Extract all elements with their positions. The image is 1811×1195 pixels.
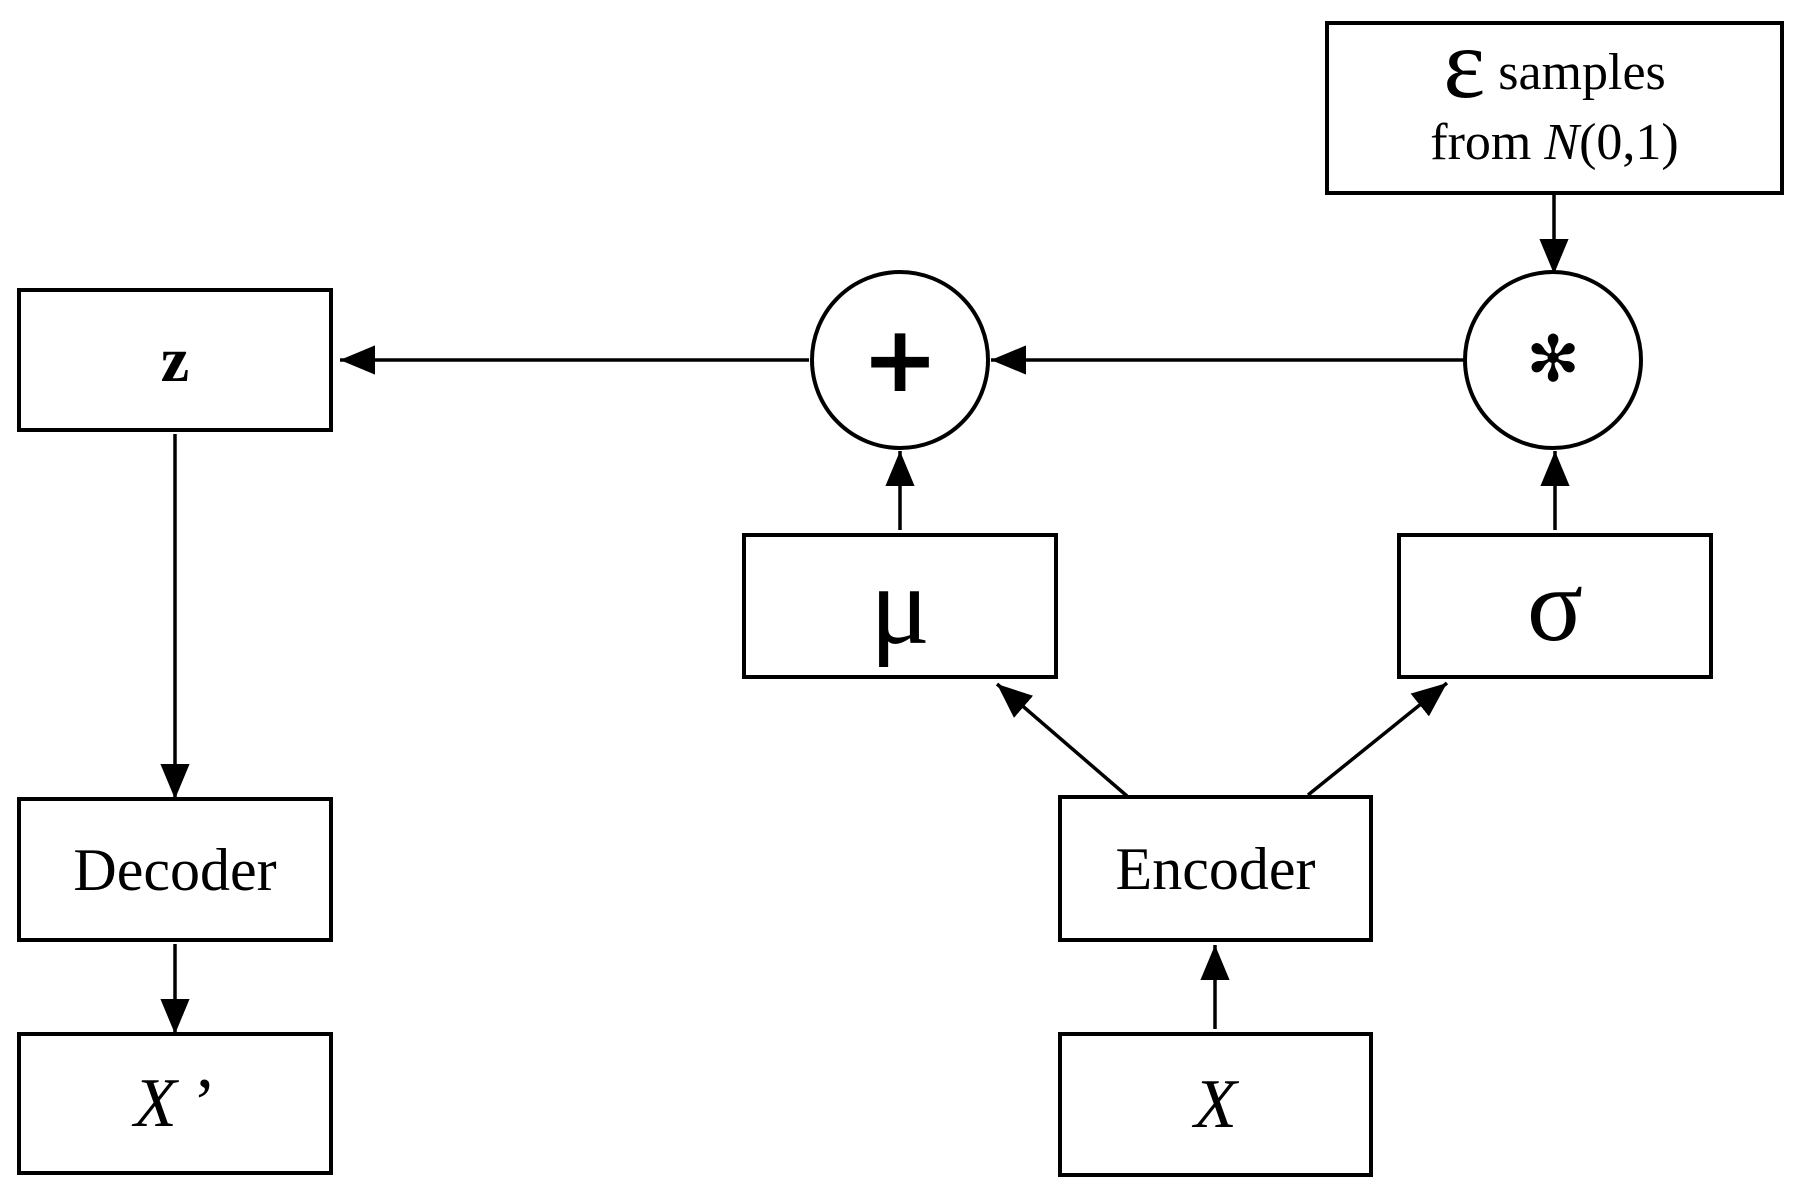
- plus-icon: +: [861, 306, 939, 413]
- normal-dist-symbol: N: [1544, 114, 1580, 171]
- encoder-box: Encoder: [1058, 795, 1373, 942]
- epsilon-line1-text: samples: [1485, 43, 1666, 101]
- encoder-label: Encoder: [1115, 835, 1316, 902]
- z-label: z: [160, 324, 190, 395]
- epsilon-line2: from N(0,1): [1430, 108, 1678, 178]
- decoder-label: Decoder: [73, 836, 277, 903]
- sigma-label: σ: [1526, 548, 1584, 663]
- epsilon-line2-prefix: from: [1430, 114, 1545, 171]
- asterisk-icon: ✻: [1526, 323, 1580, 397]
- prime-mark: ’: [192, 1064, 217, 1142]
- z-box: z: [17, 288, 333, 432]
- x-input-box: X: [1058, 1032, 1373, 1177]
- plus-circle: [810, 270, 990, 450]
- sigma-box: σ: [1397, 533, 1713, 679]
- x-label: X: [1194, 1065, 1237, 1143]
- multiply-operator: ✻: [1483, 290, 1623, 430]
- arrow-encoder-to-sigma: [1306, 681, 1449, 797]
- mu-label: μ: [869, 544, 931, 668]
- decoder-box: Decoder: [17, 797, 333, 942]
- x-prime-box: X’: [17, 1032, 333, 1175]
- epsilon-symbol: ε: [1443, 7, 1486, 119]
- x-prime-label: X: [133, 1064, 177, 1142]
- arrow-encoder-to-mu: [995, 682, 1129, 798]
- epsilon-line1: ε samples: [1443, 13, 1666, 113]
- epsilon-line2-suffix: (0,1): [1579, 114, 1679, 171]
- epsilon-samples-box: ε samples from N(0,1): [1325, 13, 1784, 195]
- plus-operator: +: [830, 290, 970, 430]
- mu-box: μ: [742, 533, 1058, 679]
